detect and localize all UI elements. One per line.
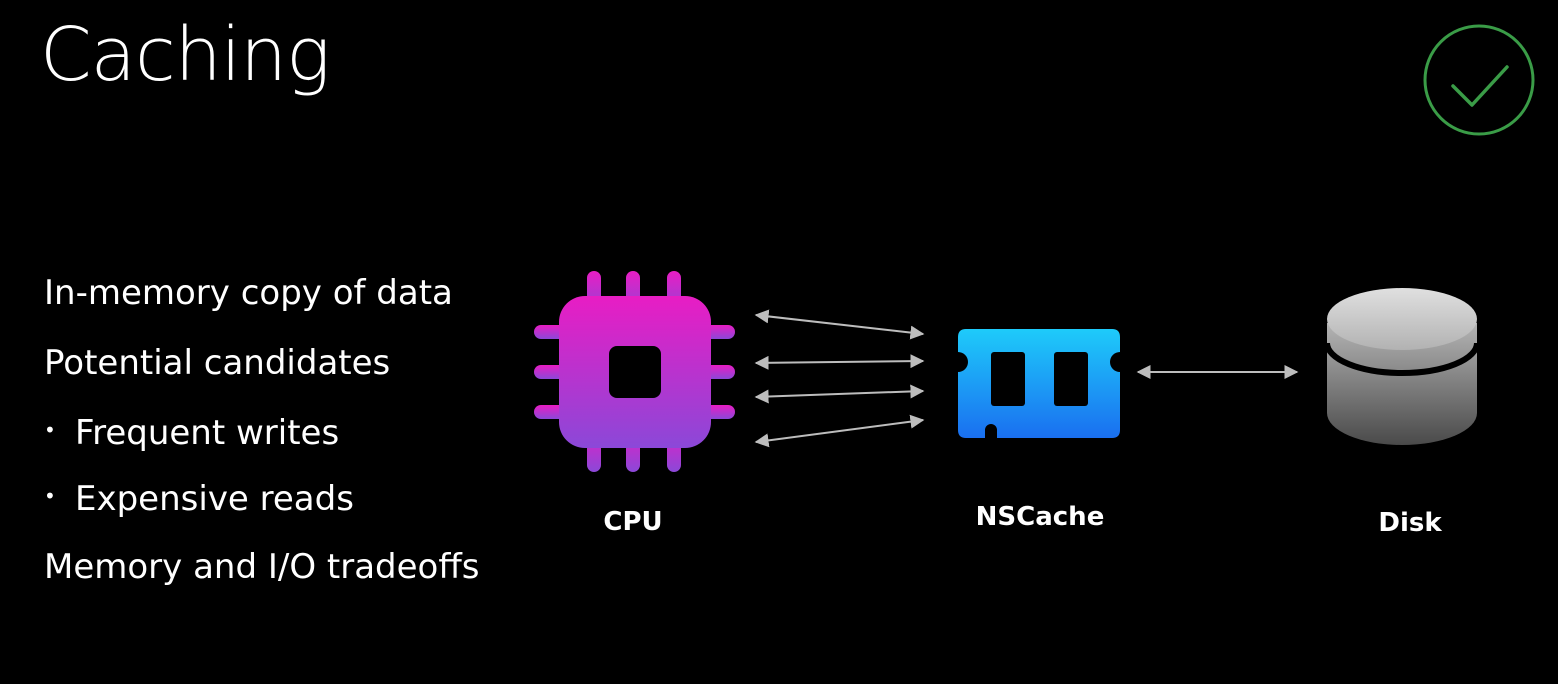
- memory-module-icon: [958, 329, 1120, 438]
- disk-icon: [1324, 288, 1480, 445]
- disk-label: Disk: [1378, 508, 1442, 538]
- checkmark-circle-icon: [1423, 24, 1535, 136]
- bidirectional-arrow: [754, 309, 925, 340]
- cpu-label: CPU: [603, 507, 663, 537]
- slide-title: Caching: [40, 12, 330, 98]
- bullet-item: Memory and I/O tradeoffs: [44, 547, 480, 587]
- cpu-chip-icon: [534, 271, 735, 472]
- sub-bullet-item: Frequent writes: [44, 416, 339, 450]
- bullet-item: Potential candidates: [44, 343, 391, 383]
- bidirectional-arrow: [754, 354, 925, 370]
- bidirectional-arrow: [754, 414, 925, 448]
- bullet-item: In-memory copy of data: [44, 273, 453, 313]
- cpu-nscache-arrows: [754, 309, 925, 448]
- sub-bullet-item: Expensive reads: [44, 482, 354, 516]
- nscache-label: NSCache: [975, 502, 1105, 532]
- bidirectional-arrow: [754, 384, 925, 404]
